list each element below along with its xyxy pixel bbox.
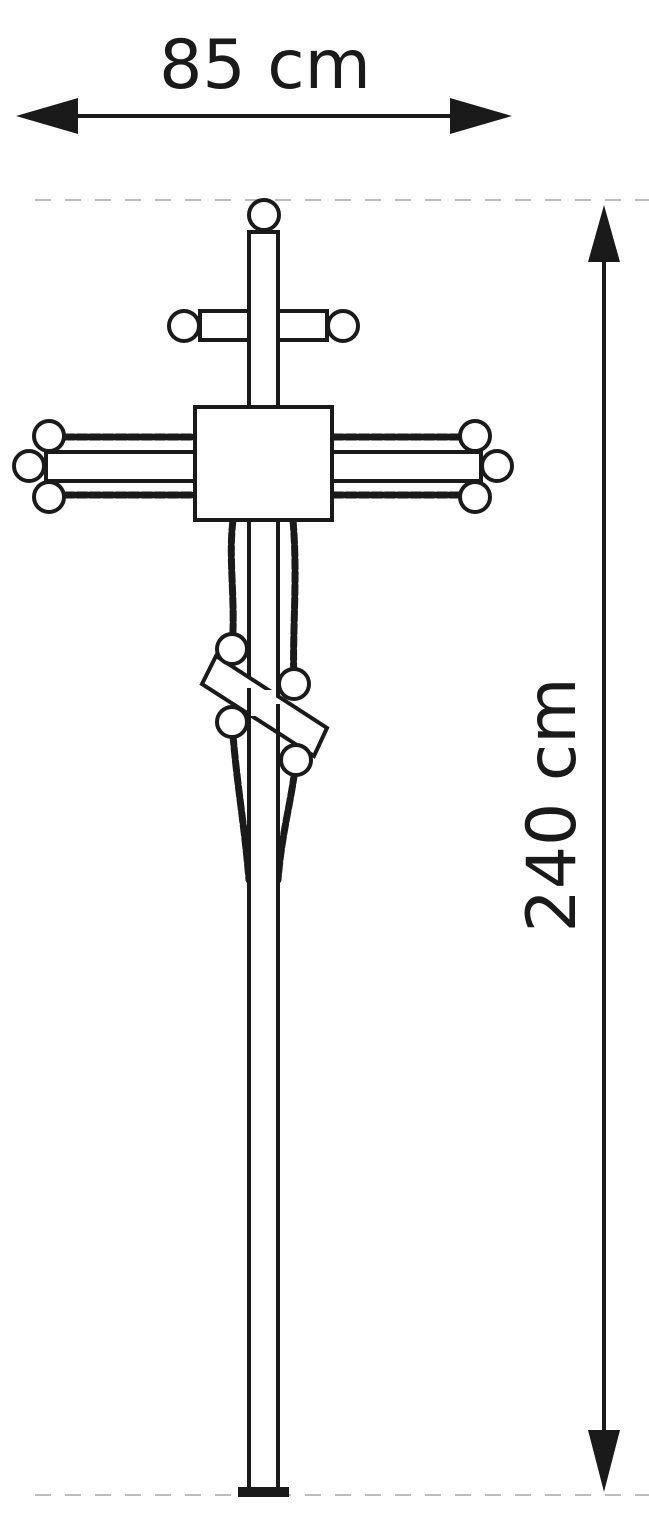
footrest-upper-left-ball: [215, 632, 249, 666]
crossbar-ropes: [60, 433, 465, 499]
right-arm-top-ball: [458, 419, 492, 453]
right-arm-bottom-ball: [458, 480, 492, 514]
main-crossbar-left-arm: [44, 450, 198, 483]
height-label: 240 cm: [513, 677, 592, 932]
footrest-upper-right-ball: [277, 667, 311, 701]
top-crossbar-right-ball: [326, 309, 360, 343]
left-arm-top-ball: [32, 419, 66, 453]
left-arm-end-ball: [12, 449, 46, 483]
top-crossbar-left-ball: [167, 309, 201, 343]
footrest-lower-left-ball: [215, 705, 249, 739]
right-arm-end-ball: [480, 449, 514, 483]
left-arm-bottom-ball: [32, 480, 66, 514]
height-dimension: 240 cm: [513, 205, 620, 1492]
center-plate: [193, 405, 334, 522]
footrest-lower-right-ball: [279, 743, 313, 777]
width-label: 85 cm: [159, 26, 371, 105]
top-ball: [247, 198, 281, 232]
top-upright-segment: [247, 230, 280, 409]
width-arrow-right-head: [450, 98, 512, 134]
width-dimension: 85 cm: [16, 26, 512, 134]
main-crossbar-right-arm: [329, 450, 483, 483]
height-arrow-bottom-head: [588, 1430, 620, 1492]
upright-post-over-footrest: [251, 690, 276, 716]
cross-figure: [12, 198, 514, 1497]
height-arrow-top-head: [588, 205, 620, 262]
post-base-foot: [238, 1487, 289, 1497]
width-arrow-left-head: [16, 98, 78, 134]
